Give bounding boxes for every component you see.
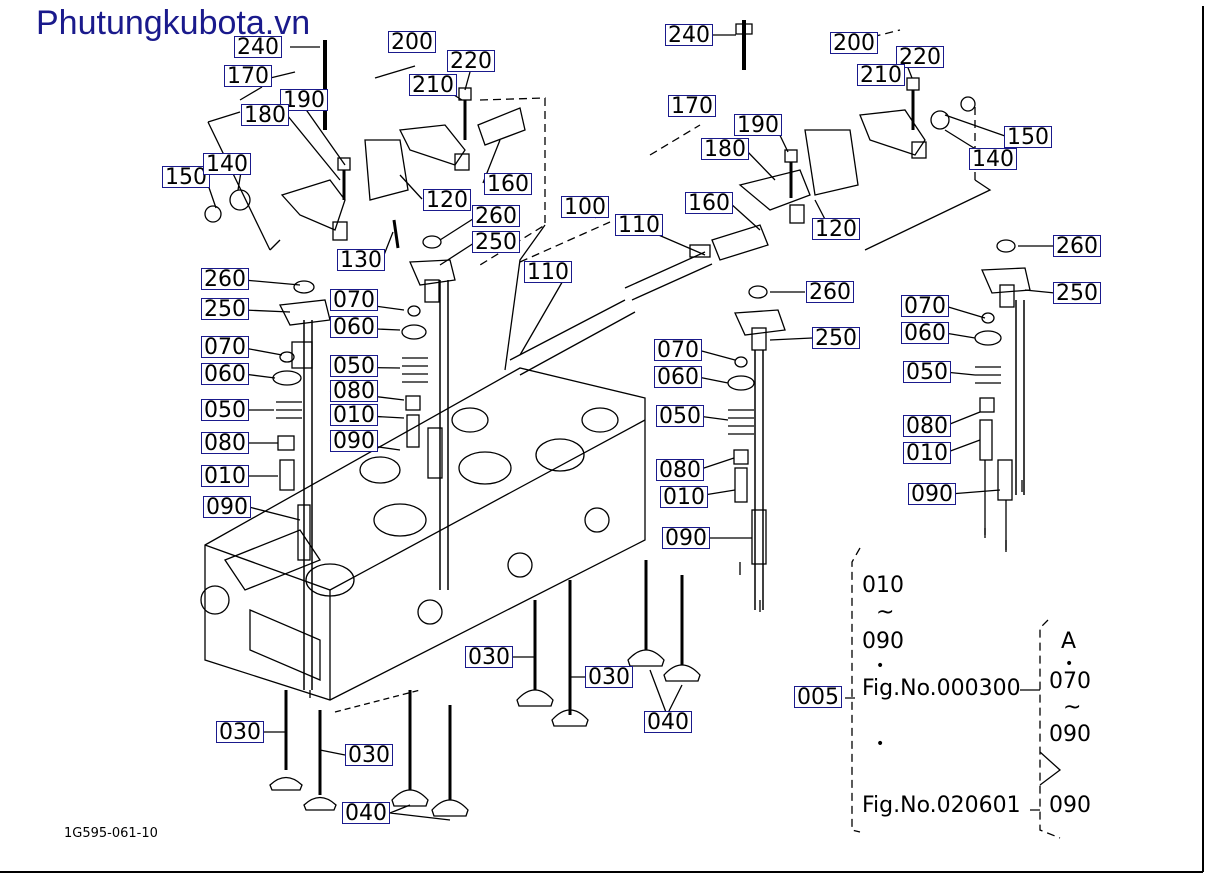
- callout-130[interactable]: 130: [337, 249, 385, 272]
- legend-a: A: [1061, 629, 1077, 654]
- legend-dot: •: [876, 736, 885, 752]
- callout-030[interactable]: 030: [585, 666, 633, 689]
- callout-040[interactable]: 040: [342, 802, 390, 825]
- callout-070[interactable]: 070: [901, 295, 949, 318]
- callout-110[interactable]: 110: [615, 214, 663, 237]
- callout-120[interactable]: 120: [812, 218, 860, 241]
- callout-030[interactable]: 030: [465, 646, 513, 669]
- callout-070[interactable]: 070: [654, 339, 702, 362]
- valves-bottom-left: [269, 690, 469, 817]
- callout-070[interactable]: 070: [330, 289, 378, 312]
- legend-dot: •: [1065, 656, 1074, 672]
- callout-060[interactable]: 060: [654, 366, 702, 389]
- callout-050[interactable]: 050: [330, 355, 378, 378]
- legend-fig-020601[interactable]: Fig.No.020601: [862, 793, 1021, 818]
- callout-050[interactable]: 050: [903, 361, 951, 384]
- callout-110[interactable]: 110: [524, 261, 572, 284]
- callout-170[interactable]: 170: [668, 95, 716, 118]
- callout-150[interactable]: 150: [1004, 126, 1052, 149]
- callout-260[interactable]: 260: [472, 205, 520, 228]
- callout-080[interactable]: 080: [903, 415, 951, 438]
- callout-030[interactable]: 030: [216, 721, 264, 744]
- callout-005[interactable]: 005: [794, 686, 842, 709]
- callout-120[interactable]: 120: [423, 189, 471, 212]
- callout-080[interactable]: 080: [201, 432, 249, 455]
- valves-bottom-center: [516, 560, 701, 727]
- callout-140[interactable]: 140: [969, 148, 1017, 171]
- callout-250[interactable]: 250: [812, 327, 860, 350]
- callout-090[interactable]: 090: [908, 483, 956, 506]
- legend-range-start: 010: [862, 573, 904, 598]
- legend-tilde: ~: [876, 600, 895, 625]
- legend-tilde: ~: [1063, 695, 1082, 720]
- callout-210[interactable]: 210: [857, 64, 905, 87]
- legend-090: 090: [1049, 793, 1091, 818]
- callout-140[interactable]: 140: [203, 153, 251, 176]
- callout-250[interactable]: 250: [201, 298, 249, 321]
- callout-160[interactable]: 160: [484, 173, 532, 196]
- callout-180[interactable]: 180: [241, 104, 289, 127]
- callout-210[interactable]: 210: [409, 74, 457, 97]
- callout-260[interactable]: 260: [1053, 235, 1101, 258]
- callout-030[interactable]: 030: [345, 744, 393, 767]
- callout-150[interactable]: 150: [162, 166, 210, 189]
- callout-010[interactable]: 010: [660, 486, 708, 509]
- figure-code: 1G595-061-10: [64, 826, 158, 841]
- callout-100[interactable]: 100: [561, 196, 609, 219]
- watermark-text: Phutungkubota.vn: [36, 4, 311, 42]
- callout-060[interactable]: 060: [201, 363, 249, 386]
- callout-200[interactable]: 200: [830, 32, 878, 55]
- callout-220[interactable]: 220: [447, 50, 495, 73]
- legend-dot: •: [876, 658, 885, 674]
- callout-160[interactable]: 160: [685, 192, 733, 215]
- callout-200[interactable]: 200: [388, 31, 436, 54]
- cylinder-head-outline: [204, 367, 646, 701]
- callout-040[interactable]: 040: [644, 711, 692, 734]
- callout-240[interactable]: 240: [234, 36, 282, 59]
- callout-010[interactable]: 010: [201, 465, 249, 488]
- legend-090: 090: [1049, 722, 1091, 747]
- callout-240[interactable]: 240: [665, 24, 713, 47]
- callout-060[interactable]: 060: [901, 322, 949, 345]
- callout-180[interactable]: 180: [701, 138, 749, 161]
- callout-050[interactable]: 050: [201, 399, 249, 422]
- legend-070: 070: [1049, 669, 1091, 694]
- callout-250[interactable]: 250: [472, 231, 520, 254]
- callout-220[interactable]: 220: [896, 46, 944, 69]
- callout-170[interactable]: 170: [224, 65, 272, 88]
- callout-010[interactable]: 010: [330, 404, 378, 427]
- callout-060[interactable]: 060: [330, 316, 378, 339]
- callout-090[interactable]: 090: [662, 527, 710, 550]
- legend-fig-000300[interactable]: Fig.No.000300: [862, 676, 1021, 701]
- callout-070[interactable]: 070: [201, 336, 249, 359]
- callout-190[interactable]: 190: [734, 114, 782, 137]
- callout-260[interactable]: 260: [201, 268, 249, 291]
- callout-260[interactable]: 260: [806, 281, 854, 304]
- legend-range-end: 090: [862, 629, 904, 654]
- callout-080[interactable]: 080: [330, 380, 378, 403]
- callout-010[interactable]: 010: [903, 442, 951, 465]
- callout-090[interactable]: 090: [203, 496, 251, 519]
- callout-250[interactable]: 250: [1053, 282, 1101, 305]
- callout-080[interactable]: 080: [656, 459, 704, 482]
- callout-190[interactable]: 190: [280, 89, 328, 112]
- callout-050[interactable]: 050: [656, 405, 704, 428]
- callout-090[interactable]: 090: [330, 430, 378, 453]
